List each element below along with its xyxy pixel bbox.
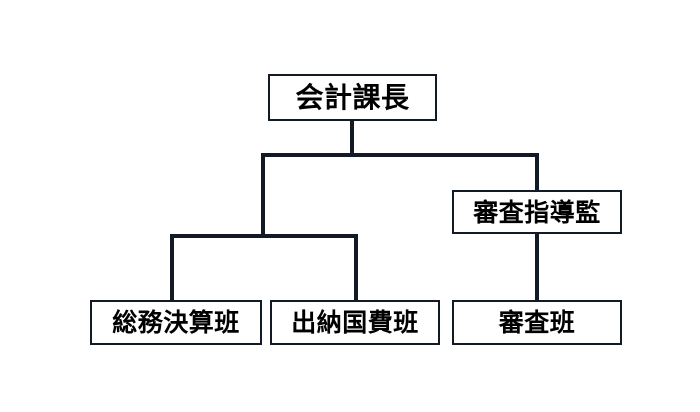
node-accounting-section-chief: 会計課長 <box>268 74 437 121</box>
node-label-disbursement: 出納国費班 <box>291 308 419 337</box>
node-label-examination-team: 審査班 <box>498 308 576 337</box>
node-label-general-affairs: 総務決算班 <box>112 308 240 337</box>
node-examination-supervisor: 審査指導監 <box>452 190 622 234</box>
node-label-chief: 会計課長 <box>295 80 410 114</box>
node-general-affairs-settlement-team: 総務決算班 <box>90 300 262 345</box>
node-label-inspector: 審査指導監 <box>473 197 601 227</box>
node-examination-team: 審査班 <box>452 300 622 345</box>
node-disbursement-national-expenditure-team: 出納国費班 <box>270 300 440 345</box>
